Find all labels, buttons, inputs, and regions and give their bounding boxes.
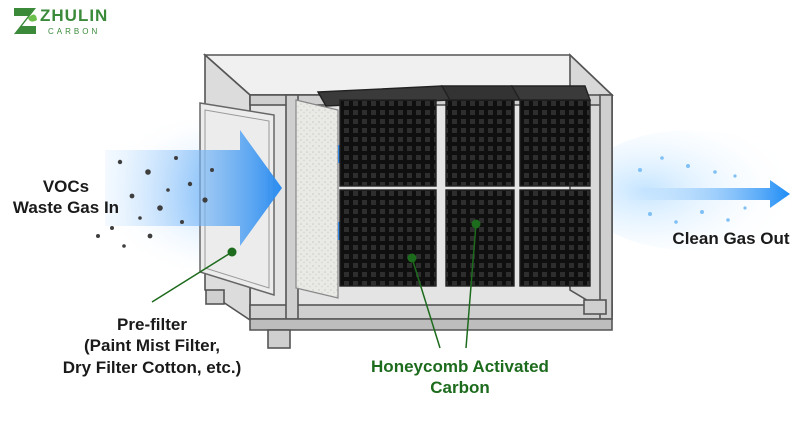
honeycomb-callout-dot-1 [407,253,417,263]
carbon-block [519,189,591,287]
clean-gas-label: Clean Gas Out [672,229,790,248]
honeycomb-label-line1: Honeycomb Activated [371,357,549,376]
vocs-label-line1: VOCs [42,177,90,196]
vocs-label-line2: Waste Gas In [12,198,120,218]
voc-particles [96,156,214,248]
prefilter-label-line1: Pre-filter [117,315,187,334]
prefilter-label: Pre-filter (Paint Mist Filter, Dry Filte… [52,314,252,378]
z-leaf-logo-icon [14,8,37,34]
carbon-block [339,189,437,287]
vocs-inlet-label: VOCs Waste Gas In [6,176,126,219]
prefilter-label-line3: Dry Filter Cotton, etc.) [62,357,242,377]
outgoing-flow-arrow [628,180,790,208]
prefilter-callout-dot [227,247,237,257]
brand-logo: ZHULIN CARBON [12,6,107,41]
honeycomb-carbon-label: Honeycomb Activated Carbon [350,356,570,399]
brand-subtitle: CARBON [48,27,101,36]
honeycomb-carbon-blocks [316,85,591,287]
honeycomb-label-line2: Carbon [430,378,490,398]
honeycomb-callout-line-2 [465,223,477,349]
callout-lines [151,223,477,349]
clean-particles [638,156,747,224]
prefilter-cotton [295,99,339,299]
carbon-block [519,99,591,187]
prefilter-callout-line [151,251,233,303]
prefilter-label-line2: (Paint Mist Filter, [83,336,221,356]
carbon-block [445,99,515,187]
incoming-flow-arrow [105,130,282,246]
honeycomb-callout-line-1 [411,257,441,349]
brand-name: ZHULIN [40,6,109,25]
carbon-block [339,99,437,187]
honeycomb-callout-dot-2 [471,219,481,229]
carbon-block [445,189,515,287]
